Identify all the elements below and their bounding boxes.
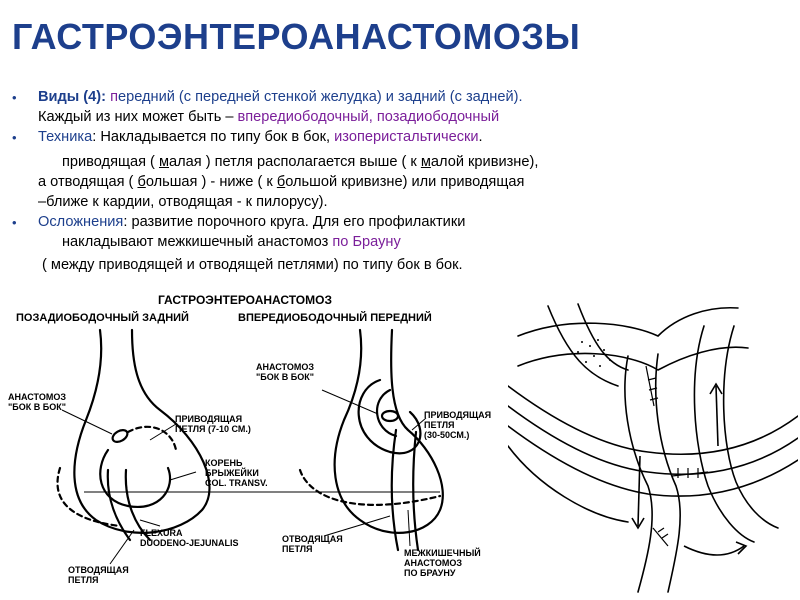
technique-iso: изоперистальтически [334, 128, 479, 145]
tl3u: б [137, 174, 146, 191]
ra1: АНАСТОМОЗ [256, 362, 314, 372]
lk3: COL. TRANSV. [205, 478, 268, 488]
tl3c: ольшой кривизне) или приводящая [285, 174, 525, 191]
types-label: Виды (4): [38, 89, 106, 105]
lf2: DUODENO-JEJUNALIS [140, 538, 239, 548]
lp1: ПРИВОДЯЩАЯ [175, 414, 243, 424]
tl2u2: м [420, 154, 431, 171]
lo1: ОТВОДЯЩАЯ [68, 565, 129, 575]
rm2: АНАСТОМОЗ [404, 558, 462, 568]
label-anastomosis-left: АНАСТОМОЗ"БОК В БОК" [8, 392, 66, 412]
types-text: ередний (с передней стенкой желудка) и з… [117, 89, 523, 105]
figure-sub-left: ПОЗАДИОБОДОЧНЫЙ ЗАДНИЙ [16, 312, 189, 324]
bullet-list: • Виды (4): передний (с передней стенкой… [12, 88, 792, 276]
complications-label: Осложнения [38, 213, 124, 230]
lk1: КОРЕНЬ [205, 458, 243, 468]
rm1: МЕЖКИШЕЧНЫЙ [404, 548, 481, 558]
bullet-technique: • Техника: Накладывается по типу бок в б… [12, 128, 792, 148]
types-line2-a: Каждый из них может быть – [38, 108, 238, 125]
la1: АНАСТОМОЗ [8, 392, 66, 402]
bullet-types: • Виды (4): передний (с передней стенкой… [12, 88, 792, 108]
bullet-complications: • Осложнения: развитие порочного круга. … [12, 213, 792, 233]
rm3: ПО БРАУНУ [404, 568, 456, 578]
types-p: п [110, 89, 118, 105]
rp3: (30-50СМ.) [424, 430, 470, 440]
lf1: FLEXURA [140, 528, 183, 538]
tl2b: алая ) петля располагается выше ( к [169, 154, 421, 171]
lp2: ПЕТЛЯ (7-10 СМ.) [175, 424, 251, 434]
technique-line2: приводящая ( малая ) петля располагается… [12, 153, 792, 173]
figure-title: ГАСТРОЭНТЕРОАНАСТОМОЗ [158, 293, 332, 307]
lk2: БРЫЖЕЙКИ [205, 468, 259, 478]
technique-line3: а отводящая ( большая ) - ниже ( к больш… [12, 173, 792, 193]
complications-text: : развитие порочного круга. Для его проф… [123, 213, 466, 230]
tl3b: ольшая ) - ниже ( к [145, 174, 277, 191]
tl3a: а отводящая ( [38, 174, 138, 191]
retrocolic-diagram [56, 328, 286, 565]
complications-line3: ( между приводящей и отводящей петлями) … [42, 257, 463, 274]
braun-anastomosis-illustration [508, 303, 798, 593]
rp1: ПРИВОДЯЩАЯ [424, 410, 492, 420]
bullet-dot-icon: • [12, 129, 17, 145]
figure-sub-right: ВПЕРЕДИОБОДОЧНЫЙ ПЕРЕДНИЙ [238, 312, 432, 324]
antecolic-diagram [280, 328, 444, 552]
label-anastomosis-right: АНАСТОМОЗ"БОК В БОК" [256, 362, 314, 382]
types-line2-b: впередиободочный, позадиободочный [237, 108, 500, 125]
technique-dot: . [478, 128, 483, 145]
la2: "БОК В БОК" [8, 402, 66, 412]
cl2a: накладывают межкишечный анастомоз [62, 233, 333, 250]
ro2: ПЕТЛЯ [282, 544, 313, 554]
technique-text: : Накладывается по типу бок в бок, [92, 128, 335, 145]
bullet-dot-icon: • [12, 90, 17, 105]
technique-label: Техника [38, 128, 93, 145]
bullet-dot-icon: • [12, 214, 17, 230]
ro1: ОТВОДЯЩАЯ [282, 534, 343, 544]
types-line2: Каждый из них может быть – впередиободоч… [12, 108, 792, 128]
cl2p: по Брауну [332, 233, 401, 250]
tl2a: приводящая ( [62, 154, 159, 171]
tl2c: алой кривизне), [430, 154, 539, 171]
technique-line4: –ближе к кардии, отводящая - к пилорусу)… [38, 193, 328, 210]
rp2: ПЕТЛЯ [424, 420, 455, 430]
tl3u2: б [276, 174, 286, 191]
slide-title: ГАСТРОЭНТЕРОАНАСТОМОЗЫ [12, 16, 581, 57]
lo2: ПЕТЛЯ [68, 575, 99, 585]
ra2: "БОК В БОК" [256, 372, 314, 382]
tl2u: м [158, 154, 170, 171]
complications-line2: накладывают межкишечный анастомоз по Бра… [12, 233, 792, 253]
